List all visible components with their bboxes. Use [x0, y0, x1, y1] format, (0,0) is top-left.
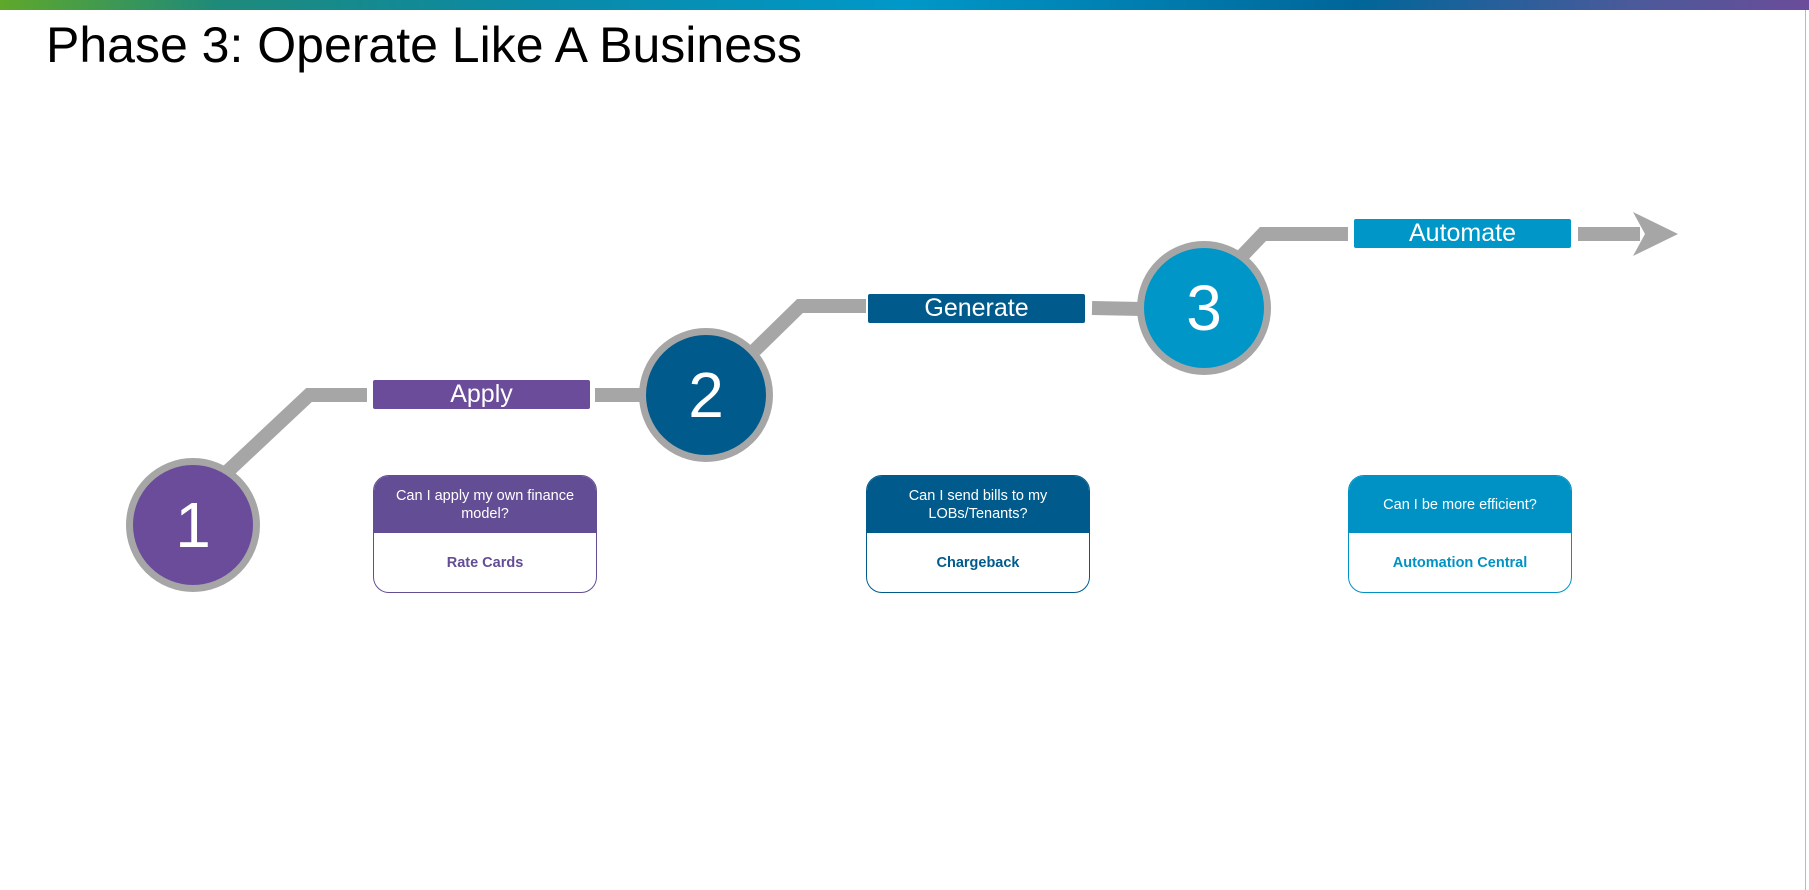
- card-chargeback: Can I send bills to my LOBs/Tenants? Cha…: [866, 475, 1090, 593]
- step-circle-2: 2: [639, 328, 773, 462]
- card-rate-cards: Can I apply my own finance model? Rate C…: [373, 475, 597, 593]
- step-label-automate: Automate: [1354, 219, 1571, 248]
- card-automation-central: Can I be more efficient? Automation Cent…: [1348, 475, 1572, 593]
- card-question: Can I be more efficient?: [1349, 476, 1571, 533]
- step-circle-3: 3: [1137, 241, 1271, 375]
- card-question: Can I send bills to my LOBs/Tenants?: [867, 476, 1089, 533]
- step-circle-1: 1: [126, 458, 260, 592]
- header-gradient-bar: [0, 0, 1809, 10]
- page-title: Phase 3: Operate Like A Business: [46, 17, 803, 73]
- card-answer: Chargeback: [936, 554, 1020, 571]
- path-segment-3: [750, 299, 866, 356]
- card-answer: Automation Central: [1392, 554, 1528, 571]
- path-segment-5: [1236, 227, 1348, 261]
- card-answer: Rate Cards: [446, 554, 524, 571]
- card-question: Can I apply my own finance model?: [374, 476, 596, 533]
- path-segment-4: [1091, 301, 1143, 316]
- step-label-apply: Apply: [373, 380, 590, 409]
- arrow-head-icon: [1633, 212, 1678, 256]
- step-label-generate: Generate: [868, 294, 1085, 323]
- slide-border: [1805, 10, 1806, 890]
- path-segment-1: [222, 388, 367, 478]
